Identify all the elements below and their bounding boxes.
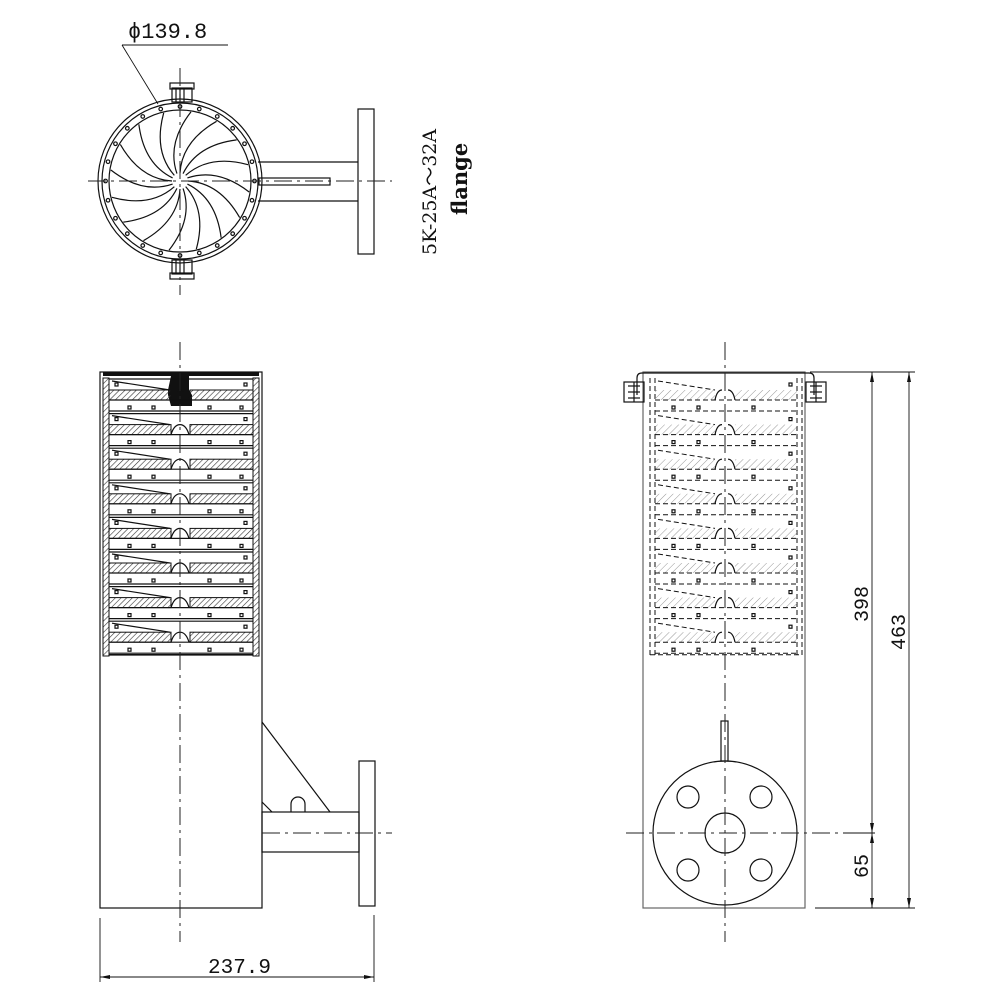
front-trays: [108, 378, 254, 656]
tray: [108, 585, 254, 620]
bolt-hole-icon: [249, 159, 255, 165]
vane-spokes: [110, 111, 250, 251]
vane-spoke: [187, 180, 241, 218]
vane-spoke: [159, 112, 175, 176]
side-body-outline: [642, 371, 806, 909]
support-strut: [261, 721, 331, 813]
bolt-hole-icon: [158, 106, 164, 112]
bolt-hole-icon: [214, 243, 220, 248]
top-view: ϕ139.8: [88, 20, 392, 295]
vane-spoke: [123, 188, 178, 223]
diameter-leader-line: [121, 44, 159, 105]
vane-spoke: [168, 188, 187, 251]
front-view: 237.9: [99, 342, 392, 982]
left-wall: [102, 377, 110, 657]
bolt-hole-icon: [113, 141, 118, 147]
bolt-hole-icon: [230, 125, 236, 131]
vane-spoke: [173, 111, 192, 174]
vane-spoke: [185, 186, 201, 250]
tray: [655, 622, 797, 654]
bolt-hole-icon: [140, 114, 146, 119]
tray: [655, 415, 797, 447]
vane-spoke: [185, 160, 249, 176]
vane-spoke: [187, 183, 222, 238]
bolt-hole-icon: [105, 197, 111, 203]
nozzle-boss: [290, 796, 306, 812]
tray: [108, 551, 254, 585]
bolt-hole-icon: [113, 215, 118, 221]
tray: [655, 484, 797, 516]
bolt-hole-icon: [214, 114, 220, 119]
support-strut-small: [261, 801, 273, 813]
bolt-hole-icon: [158, 250, 164, 256]
front-top-plate: [103, 372, 259, 376]
tray: [108, 413, 254, 447]
flange-label: flange: [447, 143, 472, 215]
tray: [108, 482, 254, 516]
flange-spec: 5K-25A～32A: [419, 129, 441, 255]
vane-spoke: [111, 186, 175, 202]
bolt-hole-icon: [124, 231, 130, 237]
flange-bolt-hole: [676, 785, 700, 809]
right-wall: [252, 377, 260, 657]
vane-spoke: [119, 144, 173, 182]
vane-spoke: [187, 174, 250, 193]
vane-spoke: [143, 188, 181, 242]
bolt-hole-icon: [242, 215, 247, 221]
tray: [108, 620, 254, 654]
flange-bolt-hole: [676, 858, 700, 882]
vane-spoke: [179, 120, 217, 174]
tray: [108, 516, 254, 551]
bolt-hole-icon: [196, 106, 202, 112]
bolt-hole-icon: [105, 159, 111, 165]
side-clamp-right: [805, 381, 827, 403]
bolt-hole-icon: [249, 197, 255, 203]
vane-spoke: [138, 124, 173, 179]
side-clamp-left: [623, 381, 645, 403]
tray: [655, 553, 797, 585]
vane-spoke: [182, 139, 237, 174]
dimension-65: 65: [852, 854, 875, 878]
flange-bolt-hole: [749, 858, 773, 882]
dimension-463: 463: [889, 614, 912, 650]
tray: [108, 378, 254, 412]
tray: [655, 449, 797, 481]
tray: [655, 518, 797, 550]
tray: [108, 447, 254, 481]
tray: [655, 588, 797, 620]
bolt-hole-icon: [242, 141, 247, 147]
bolt-hole-icon: [140, 243, 146, 248]
tray: [655, 380, 797, 412]
flange-bolt-hole: [749, 785, 773, 809]
bolt-hole-icon: [196, 250, 202, 256]
front-nozzle-pipe: [261, 811, 360, 853]
vane-spoke: [110, 169, 173, 188]
flange-note: 5K-25A～32A flange: [419, 129, 472, 255]
side-trays: [650, 380, 802, 656]
side-view: 398 463 65: [623, 342, 915, 942]
dimension-398: 398: [852, 586, 875, 622]
width-dimension: 237.9: [208, 957, 271, 980]
diameter-label: ϕ139.8: [128, 20, 207, 45]
bolt-hole-icon: [230, 231, 236, 237]
bolt-hole-icon: [124, 125, 130, 131]
